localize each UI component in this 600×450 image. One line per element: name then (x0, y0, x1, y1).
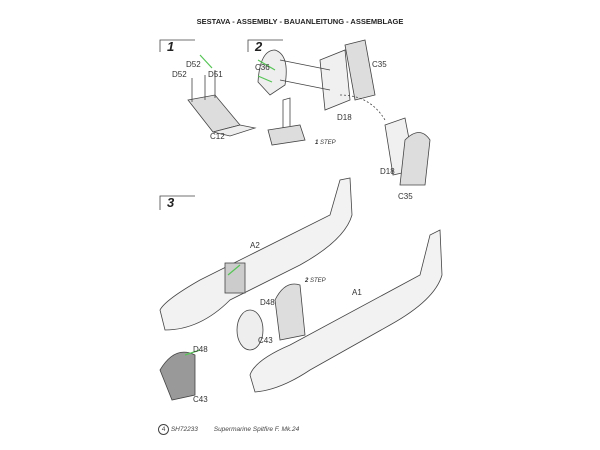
instrument-panel (159, 351, 196, 401)
armour-plate (319, 49, 351, 111)
part-label-d52: D52 (186, 60, 201, 69)
fuselage-left (159, 177, 353, 331)
part-label-c35: C35 (398, 192, 413, 201)
model-name: Supermarine Spitfire F. Mk.24 (213, 426, 300, 433)
part-label-d48: D48 (193, 345, 208, 354)
footer: 4 SH72233 Supermarine Spitfire F. Mk.24 (158, 424, 299, 435)
part-label-c35: C35 (372, 60, 387, 69)
substep-number: 2 (305, 278, 309, 284)
part-label-c36: C36 (255, 63, 270, 72)
substep-number: 1 (315, 140, 319, 146)
step-1-frame (159, 39, 195, 52)
bulkhead-c43 (236, 309, 264, 351)
seat-part (257, 49, 287, 96)
part-label-d18: D18 (380, 167, 395, 176)
part-label-c12: C12 (210, 132, 225, 141)
part-label-c43: C43 (258, 336, 273, 345)
fuselage-right (249, 229, 443, 393)
kit-code: SH72233 (170, 426, 198, 433)
substep-ref-2: 2 STEP (305, 278, 326, 284)
part-label-d48: D48 (260, 298, 275, 307)
part-label-c43: C43 (193, 395, 208, 404)
step-2-number: 2 (255, 39, 263, 54)
control-column (267, 124, 306, 146)
page-title: SESTAVA - ASSEMBLY - BAUANLEITUNG - ASSE… (196, 17, 404, 26)
part-label-d52: D52 (172, 70, 187, 79)
step-2-frame (247, 39, 283, 52)
part-label-a2: A2 (250, 241, 260, 250)
part-label-a1: A1 (352, 288, 362, 297)
cockpit-frame (224, 262, 246, 294)
part-label-d18: D18 (337, 113, 352, 122)
substep-text: STEP (310, 278, 326, 284)
page-number: 4 (158, 424, 169, 435)
part-label-d51: D51 (208, 70, 223, 79)
substep-ref-1: 1 STEP (315, 140, 336, 146)
substep-text: STEP (320, 140, 336, 146)
step-3-number: 3 (167, 195, 175, 210)
floor-part (187, 94, 241, 133)
step-1-number: 1 (167, 39, 175, 54)
step-3-frame (159, 195, 195, 210)
